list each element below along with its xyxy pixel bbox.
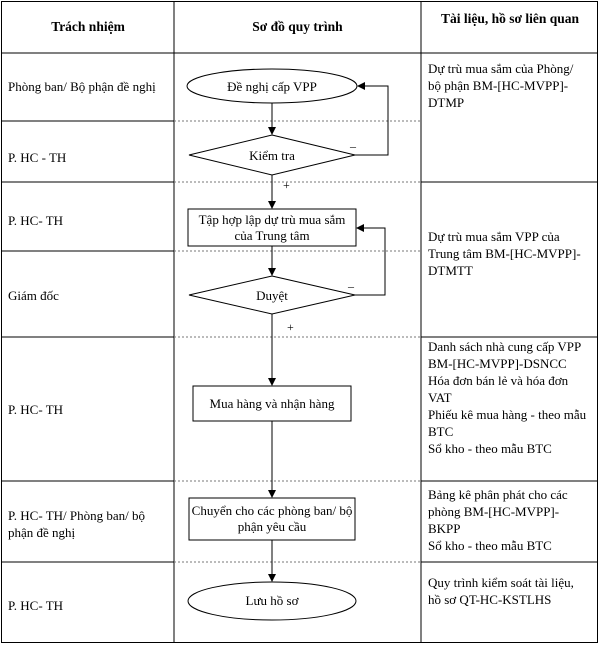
doc-item: Sổ kho - theo mẫu BTC xyxy=(428,441,552,456)
doc-item: Phiếu kê mua hàng - theo mẫu BTC xyxy=(428,407,587,439)
check-reject-sign: – xyxy=(350,139,356,153)
loop-approve-reject xyxy=(355,224,386,296)
resp-row-2: P. HC - TH xyxy=(8,150,67,165)
approve-accept-sign: + xyxy=(287,320,294,334)
node-request-label: Đề nghị cấp VPP xyxy=(227,78,317,94)
doc-group-5: Quy trình kiểm soát tài liệu, hồ sơ QT-H… xyxy=(428,574,588,608)
doc-item: Sổ kho - theo mẫu BTC xyxy=(428,538,552,553)
process-row-dividers xyxy=(174,120,421,563)
header-process: Sơ đồ quy trình xyxy=(252,19,343,34)
node-approve-label: Duyệt xyxy=(256,287,288,303)
doc-item: Dự trù mua sắm VPP của Trung tâm BM-[HC-… xyxy=(428,229,581,278)
node-compile-label: Tập hợp lập dự trù mua sắm của Trung tâm xyxy=(198,211,346,243)
doc-item: Bảng kê phân phát cho các phòng BM-[HC-M… xyxy=(428,487,568,536)
node-check-label: Kiểm tra xyxy=(249,147,295,163)
doc-item: Hóa đơn bán lẻ và hóa đơn VAT xyxy=(428,373,569,405)
node-purchase-label: Mua hàng và nhận hàng xyxy=(209,395,335,411)
doc-item: Dự trù mua sắm của Phòng/ bộ phận BM-[HC… xyxy=(428,61,574,110)
resp-row-7: P. HC- TH xyxy=(8,598,64,613)
resp-row-1: Phòng ban/ Bộ phận đề nghị xyxy=(8,79,156,94)
doc-group-4: Bảng kê phân phát cho các phòng BM-[HC-M… xyxy=(428,486,588,554)
doc-row-dividers xyxy=(421,181,598,563)
resp-row-4: Giám đốc xyxy=(8,288,59,303)
loop-check-reject xyxy=(355,82,389,156)
node-purchase-shape xyxy=(192,385,352,422)
header-responsibility: Trách nhiệm xyxy=(51,19,125,34)
check-accept-sign: + xyxy=(283,178,290,192)
node-archive-shape xyxy=(187,581,357,621)
approve-reject-sign: – xyxy=(348,279,354,293)
doc-group-3: Danh sách nhà cung cấp VPP BM-[HC-MVPP]-… xyxy=(428,338,588,457)
node-transfer-label: Chuyển cho các phòng ban/ bộ phận yêu cầ… xyxy=(191,503,353,534)
doc-group-1: Dự trù mua sắm của Phòng/ bộ phận BM-[HC… xyxy=(428,60,588,111)
header-documents: Tài liệu, hồ sơ liên quan xyxy=(440,11,580,26)
doc-item: Quy trình kiểm soát tài liệu, hồ sơ QT-H… xyxy=(428,575,574,607)
node-archive-label: Lưu hồ sơ xyxy=(245,592,299,608)
doc-item: Danh sách nhà cung cấp VPP BM-[HC-MVPP]-… xyxy=(428,339,581,371)
resp-row-5: P. HC- TH xyxy=(8,402,64,417)
resp-row-3: P. HC- TH xyxy=(8,213,64,228)
resp-row-6: P. HC- TH/ Phòng ban/ bộ phận đề nghị xyxy=(8,508,145,540)
resp-row-dividers xyxy=(1,120,174,563)
node-compile-shape xyxy=(187,208,357,247)
node-transfer-shape xyxy=(188,497,356,541)
doc-group-2: Dự trù mua sắm VPP của Trung tâm BM-[HC-… xyxy=(428,228,588,279)
